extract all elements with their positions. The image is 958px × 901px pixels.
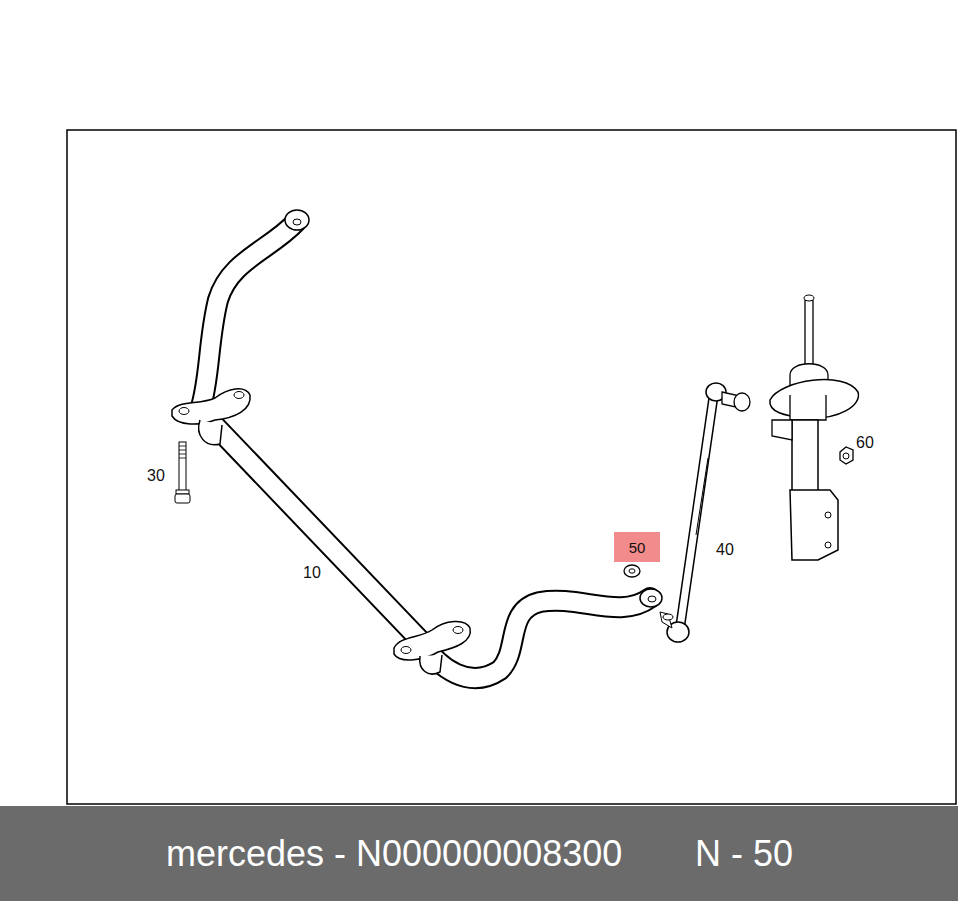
highlight-callout: 50 (614, 532, 660, 562)
callout-number: 10 (303, 565, 321, 581)
caption-band: mercedes - N000000008300 N - 50 (0, 806, 958, 901)
callout-number: 60 (856, 435, 874, 451)
part-number-text: mercedes - N000000008300 (166, 836, 622, 872)
callout-number: 40 (716, 542, 734, 558)
part-number-text: N - 50 (695, 836, 793, 872)
callout-number: 50 (629, 540, 646, 555)
callout-number: 30 (147, 468, 165, 484)
